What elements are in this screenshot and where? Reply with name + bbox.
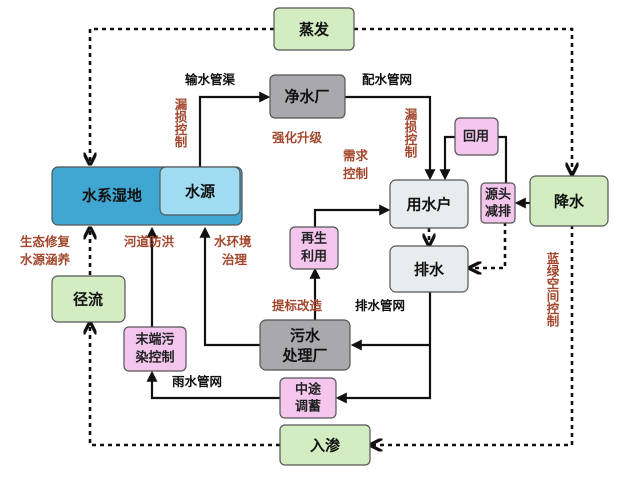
node-water-user: 用水户 (389, 179, 469, 229)
node-label: 水源 (185, 183, 215, 201)
node-label: 排水 (414, 261, 445, 279)
label-drain-network: 排水管网 (355, 298, 405, 313)
label-upgrade: 强化升级 (272, 130, 323, 145)
node-label: 蒸发 (299, 21, 330, 39)
label-water-env: 水环境 (214, 234, 252, 249)
natural-cycle-lines (90, 27, 572, 445)
label-flood-control: 河道防洪 (124, 234, 175, 249)
label-demand-control: 控制 (343, 166, 368, 181)
node-label: 利用 (301, 249, 327, 265)
label-leak-control-right: 漏损控制 (403, 107, 418, 159)
node-label: 水系湿地 (82, 187, 142, 205)
label-water-env: 治理 (222, 252, 248, 267)
label-leak-control-left: 漏损控制 (173, 97, 188, 149)
node-precipitation: 降水 (529, 175, 609, 227)
node-evaporation: 蒸发 (273, 7, 355, 51)
label-upgrade-renovation: 提标改造 (272, 298, 323, 313)
node-label: 径流 (73, 291, 103, 309)
node-label: 用水户 (406, 196, 451, 214)
node-reuse: 回用 (454, 117, 499, 156)
node-label: 末端污 (134, 332, 174, 348)
edge-labels: 输水管渠 配水管网 强化升级 漏损控制 漏损控制 需求 控制 生态修复 水源涵养… (20, 72, 560, 389)
node-drainage: 排水 (389, 245, 469, 293)
node-purification-plant: 净水厂 (269, 74, 346, 119)
node-label: 入渗 (310, 437, 341, 455)
node-label: 再生 (301, 231, 327, 247)
node-label: 回用 (463, 130, 489, 145)
node-terminal-control: 末端污 染控制 (123, 326, 187, 372)
node-runoff: 径流 (51, 275, 126, 323)
label-transmission: 输水管渠 (185, 72, 236, 87)
node-sewage-plant: 污水 处理厂 (259, 319, 351, 371)
node-water-source: 水源 (159, 166, 241, 216)
node-infiltration: 入渗 (279, 424, 371, 466)
node-label: 降水 (554, 193, 585, 211)
node-label: 源头 (485, 187, 511, 203)
node-label: 调蓄 (295, 399, 321, 415)
node-label: 减排 (485, 204, 511, 220)
label-demand-control: 需求 (343, 148, 369, 163)
node-label: 处理厂 (281, 347, 327, 365)
label-rain-network: 雨水管网 (172, 374, 222, 389)
label-eco-restore: 生态修复 (20, 234, 71, 249)
node-midway-storage: 中途 调蓄 (279, 377, 337, 419)
node-label: 净水厂 (284, 88, 329, 106)
label-source-conservation: 水源涵养 (20, 252, 71, 267)
node-label: 污水 (290, 327, 321, 345)
node-label: 染控制 (134, 350, 174, 366)
node-label: 中途 (295, 382, 322, 398)
node-source-reduction: 源头 减排 (480, 182, 516, 224)
label-distribution: 配水管网 (362, 72, 412, 87)
node-reclaimed: 再生 利用 (289, 226, 339, 270)
engineered-cycle-lines (146, 91, 530, 404)
label-blue-green-control: 蓝绿空间控制 (545, 251, 560, 328)
